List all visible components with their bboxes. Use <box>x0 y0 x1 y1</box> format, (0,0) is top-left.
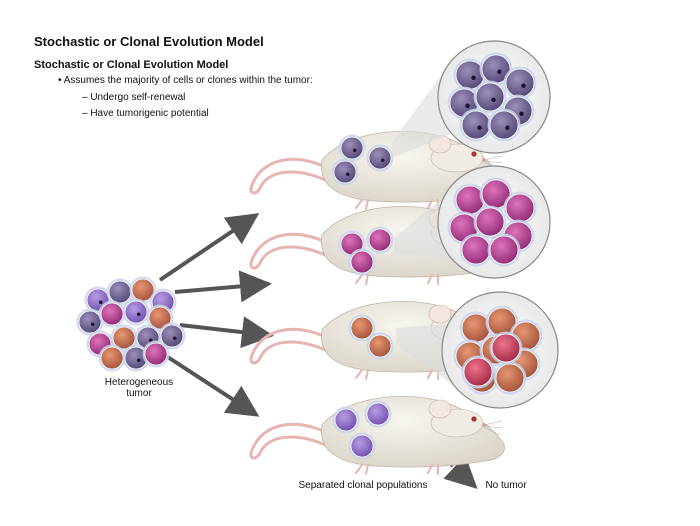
clone-cell <box>338 134 366 162</box>
zoomed-cell <box>503 191 537 225</box>
tumor-cell <box>122 344 150 372</box>
clone-cell <box>332 406 360 434</box>
mouse-tail <box>249 157 334 195</box>
mouse-tail <box>249 232 334 270</box>
tumor-label-line-2: tumor <box>126 388 152 399</box>
heterogeneous-tumor-label: Heterogeneous tumor <box>84 377 194 399</box>
bullet-text: • Assumes the majority of cells or clone… <box>58 75 313 86</box>
arrow-to-mouse-2 <box>174 270 272 303</box>
violet-clone-cells <box>332 400 392 460</box>
zoomed-cell <box>453 58 487 92</box>
purple-clone-tumor <box>331 134 394 186</box>
zoomed-cell <box>487 233 521 267</box>
mouse-tail <box>249 327 334 365</box>
mouse-feet <box>355 369 439 380</box>
mouse-feet <box>355 464 439 475</box>
magenta-clone-tumor <box>338 226 394 276</box>
clone-cell <box>348 432 376 460</box>
sub-bullet-self-renewal: – Undergo self-renewal <box>82 92 186 103</box>
heterogeneous-tumor <box>76 276 186 372</box>
clone-cell <box>364 400 392 428</box>
zoomed-cell <box>487 108 521 142</box>
tumor-cell <box>142 340 170 368</box>
clone-cell <box>348 248 376 276</box>
zoomed-cell <box>459 233 493 267</box>
zoomed-red-cell <box>489 331 523 365</box>
arrow-to-mouse-4 <box>158 350 260 417</box>
separated-populations-label: Separated clonal populations <box>298 480 428 491</box>
clone-cell <box>331 158 359 186</box>
tumor-cell <box>76 308 104 336</box>
zoom-purple-clone <box>392 40 551 158</box>
clone-cell <box>366 144 394 172</box>
zoomed-cell <box>479 52 513 86</box>
mouse-feet <box>355 274 439 285</box>
mouse-feet <box>355 199 439 210</box>
mouse-ear <box>428 304 452 324</box>
zoomed-cell <box>459 108 493 142</box>
tumor-label-line-1: Heterogeneous <box>104 377 174 388</box>
tumor-cell <box>158 322 186 350</box>
tumor-cell <box>129 276 157 304</box>
clone-cell <box>348 314 376 342</box>
clone-cell <box>366 226 394 254</box>
zoomed-cell <box>453 183 487 217</box>
mouse-eye <box>471 416 477 422</box>
tumor-cell <box>106 278 134 306</box>
no-tumor-label: No tumor <box>485 480 527 491</box>
zoomed-cell <box>503 66 537 100</box>
sub-bullet-tumorigenic: – Have tumorigenic potential <box>82 108 209 119</box>
arrows <box>158 213 478 489</box>
zoom-magenta-clone <box>394 165 551 279</box>
subtitle: Stochastic or Clonal Evolution Model <box>34 59 229 71</box>
zoomed-red-cell <box>461 355 495 389</box>
zoomed-cell <box>485 305 519 339</box>
arrow-to-mouse-3 <box>179 316 274 349</box>
page-title: Stochastic or Clonal Evolution Model <box>34 34 264 49</box>
zoom-circles <box>392 40 559 409</box>
tumor-cell <box>98 344 126 372</box>
clone-cell <box>366 332 394 360</box>
zoomed-cell <box>473 80 507 114</box>
mouse-tail <box>249 422 334 460</box>
tumor-cell <box>98 300 126 328</box>
orange-clone-tumor <box>348 314 394 360</box>
mouse-eye <box>471 151 477 157</box>
tumor-cell <box>110 324 138 352</box>
tumor-cell <box>122 298 150 326</box>
zoomed-cell <box>493 361 527 395</box>
mouse-ear <box>428 399 452 419</box>
arrow-to-mouse-1 <box>158 213 260 282</box>
zoomed-cell <box>473 205 507 239</box>
